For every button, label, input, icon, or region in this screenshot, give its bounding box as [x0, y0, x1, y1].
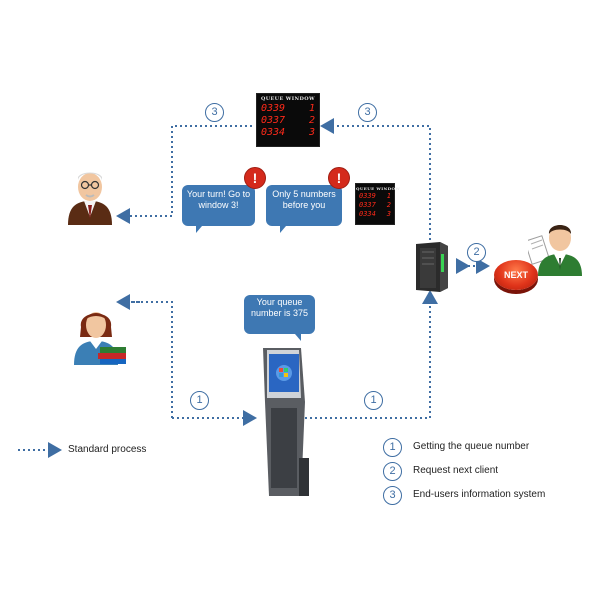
arrow-server-to-board	[320, 118, 431, 240]
step-3-top-left: 3	[205, 103, 224, 122]
bubble-only-five: Only 5 numbers before you	[266, 185, 342, 233]
elderly-man-icon	[68, 172, 112, 225]
step-1-right: 1	[364, 391, 383, 410]
kiosk-icon	[263, 348, 309, 496]
woman-with-books-icon	[74, 312, 126, 365]
bubble-your-turn: Your turn! Go to window 3!	[182, 185, 255, 233]
legend-step-2: 2	[383, 462, 402, 481]
legend-item-getting-queue-number: Getting the queue number	[413, 441, 530, 452]
step-3-top-right: 3	[358, 103, 377, 122]
next-button: NEXT	[494, 260, 538, 290]
bubble-queue-number: Your queue number is 375	[244, 295, 315, 341]
board-header: QUEUE WINDOW	[356, 186, 401, 191]
step-1-left: 1	[190, 391, 209, 410]
legend-step-3: 3	[383, 486, 402, 505]
warning-icon: !	[328, 167, 350, 189]
operator-icon	[528, 225, 582, 276]
legend-standard-process: Standard process	[68, 444, 147, 455]
arrow-kiosk-to-woman	[120, 301, 173, 418]
legend-item-end-users-information-system: End-users information system	[413, 489, 546, 500]
arrow-board-to-elderly	[116, 125, 252, 224]
legend-step-1: 1	[383, 438, 402, 457]
server-icon	[416, 242, 448, 292]
warning-icon: !	[244, 167, 266, 189]
step-2: 2	[467, 243, 486, 262]
legend-item-request-next-client: Request next client	[413, 465, 499, 476]
board-header: QUEUE WINDOW	[260, 96, 316, 102]
arrow-kiosk-to-server	[305, 290, 438, 419]
